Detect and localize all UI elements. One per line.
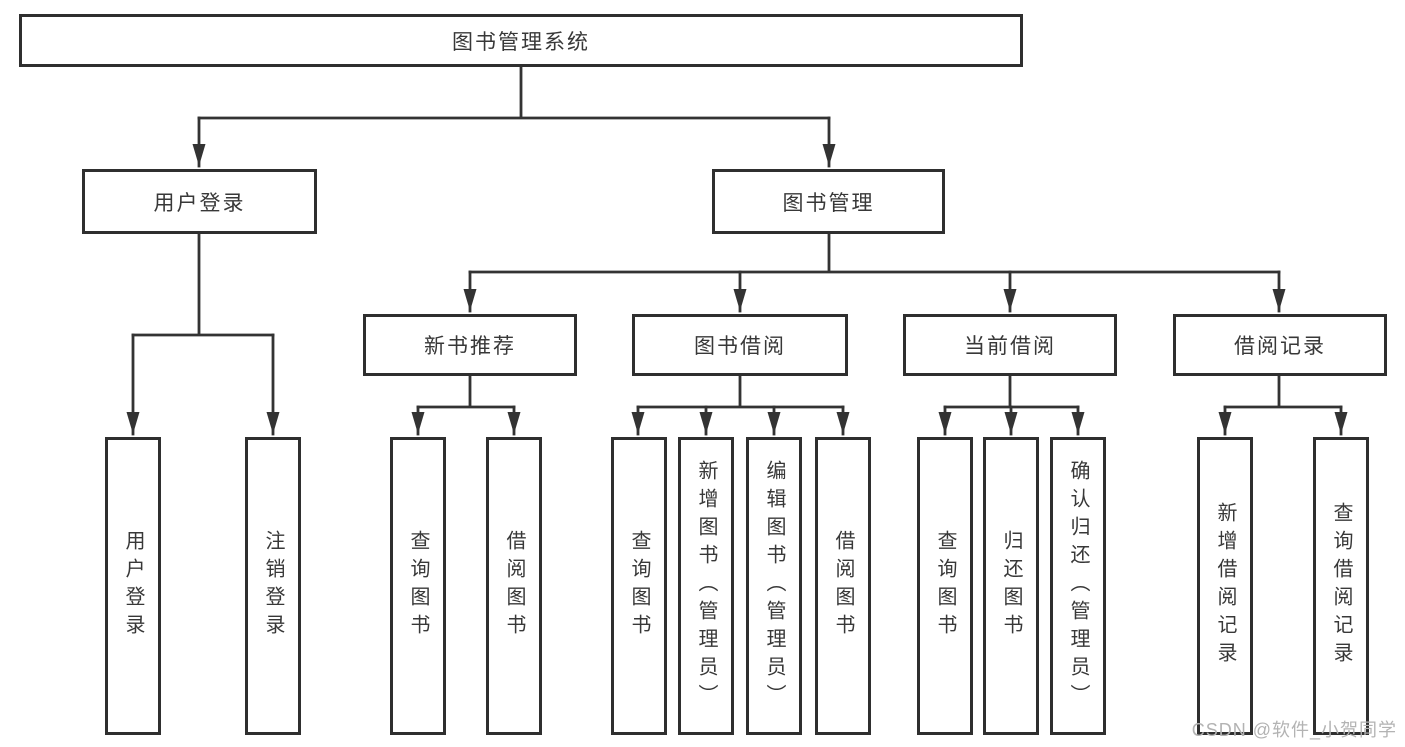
leaf-query-books-2: 查询图书	[611, 437, 667, 735]
leaf-edit-book-admin: 编辑图书（管理员）	[746, 437, 802, 735]
node-label: 图书管理	[782, 191, 875, 215]
leaf-add-book-admin: 新增图书（管理员）	[678, 437, 734, 735]
node-book-borrow: 图书借阅	[632, 314, 848, 376]
csdn-watermark: CSDN @软件_小贺同学	[1191, 720, 1397, 740]
leaf-confirm-return-admin: 确认归还（管理员）	[1050, 437, 1106, 735]
node-current-borrow: 当前借阅	[903, 314, 1117, 376]
node-label: 注销登录	[262, 530, 284, 642]
node-borrow-records: 借阅记录	[1173, 314, 1387, 376]
node-label: 新增图书（管理员）	[695, 460, 717, 712]
node-label: 新书推荐	[424, 335, 516, 358]
node-new-book-recommend: 新书推荐	[363, 314, 577, 376]
node-library-management-system: 图书管理系统	[19, 14, 1023, 67]
node-label: 当前借阅	[964, 335, 1056, 358]
leaf-borrow-books-2: 借阅图书	[815, 437, 871, 735]
tree-branch-lines	[131, 65, 1343, 409]
leaf-borrow-books-1: 借阅图书	[486, 437, 542, 735]
node-label: 用户登录	[153, 191, 246, 215]
node-label: 确认归还（管理员）	[1067, 460, 1089, 712]
leaf-logout: 注销登录	[245, 437, 301, 735]
node-label: 借阅记录	[1234, 335, 1326, 358]
node-user-login: 用户登录	[82, 169, 317, 234]
node-label: 编辑图书（管理员）	[763, 460, 785, 712]
node-label: 查询图书	[407, 530, 429, 642]
leaf-query-books-3: 查询图书	[917, 437, 973, 735]
node-label: 借阅图书	[832, 530, 854, 642]
node-label: 查询借阅记录	[1330, 502, 1352, 670]
node-book-management: 图书管理	[712, 169, 945, 234]
leaf-return-book: 归还图书	[983, 437, 1039, 735]
node-label: 新增借阅记录	[1214, 502, 1236, 670]
leaf-query-books-1: 查询图书	[390, 437, 446, 735]
leaf-query-borrow-record: 查询借阅记录	[1313, 437, 1369, 735]
node-label: 图书管理系统	[452, 30, 590, 54]
node-label: 图书借阅	[694, 335, 786, 358]
node-label: 用户登录	[122, 530, 144, 642]
node-label: 查询图书	[628, 530, 650, 642]
node-label: 归还图书	[1000, 530, 1022, 642]
leaf-user-login: 用户登录	[105, 437, 161, 735]
node-label: 查询图书	[934, 530, 956, 642]
node-label: 借阅图书	[503, 530, 525, 642]
leaf-add-borrow-record: 新增借阅记录	[1197, 437, 1253, 735]
